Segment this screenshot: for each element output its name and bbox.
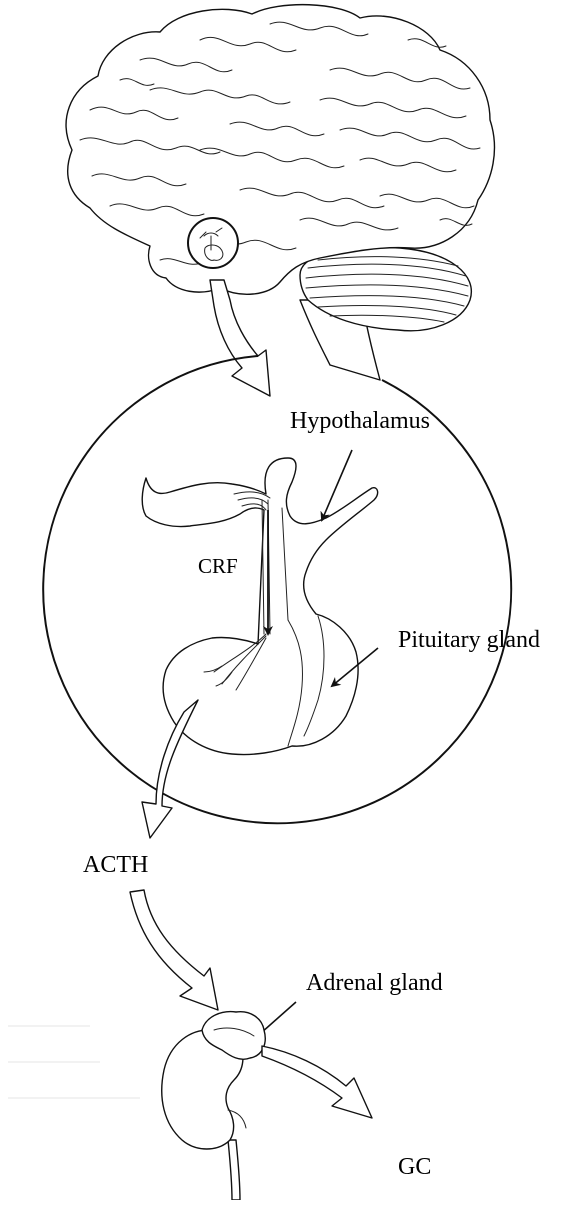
brain-illustration — [66, 5, 494, 380]
hypothalamus-pituitary-illustration — [142, 458, 377, 755]
arrow-brain-to-inset — [210, 280, 270, 396]
kidney-adrenal-illustration — [162, 1012, 265, 1200]
label-gc: GC — [398, 1155, 431, 1179]
arrow-acth-to-adrenal — [130, 890, 218, 1010]
label-crf: CRF — [198, 556, 238, 577]
label-adrenal-gland: Adrenal gland — [306, 971, 443, 995]
label-acth: ACTH — [83, 853, 148, 877]
label-pituitary-gland: Pituitary gland — [398, 628, 540, 652]
label-hypothalamus: Hypothalamus — [290, 409, 430, 433]
arrow-adrenal-to-gc — [262, 1046, 372, 1118]
